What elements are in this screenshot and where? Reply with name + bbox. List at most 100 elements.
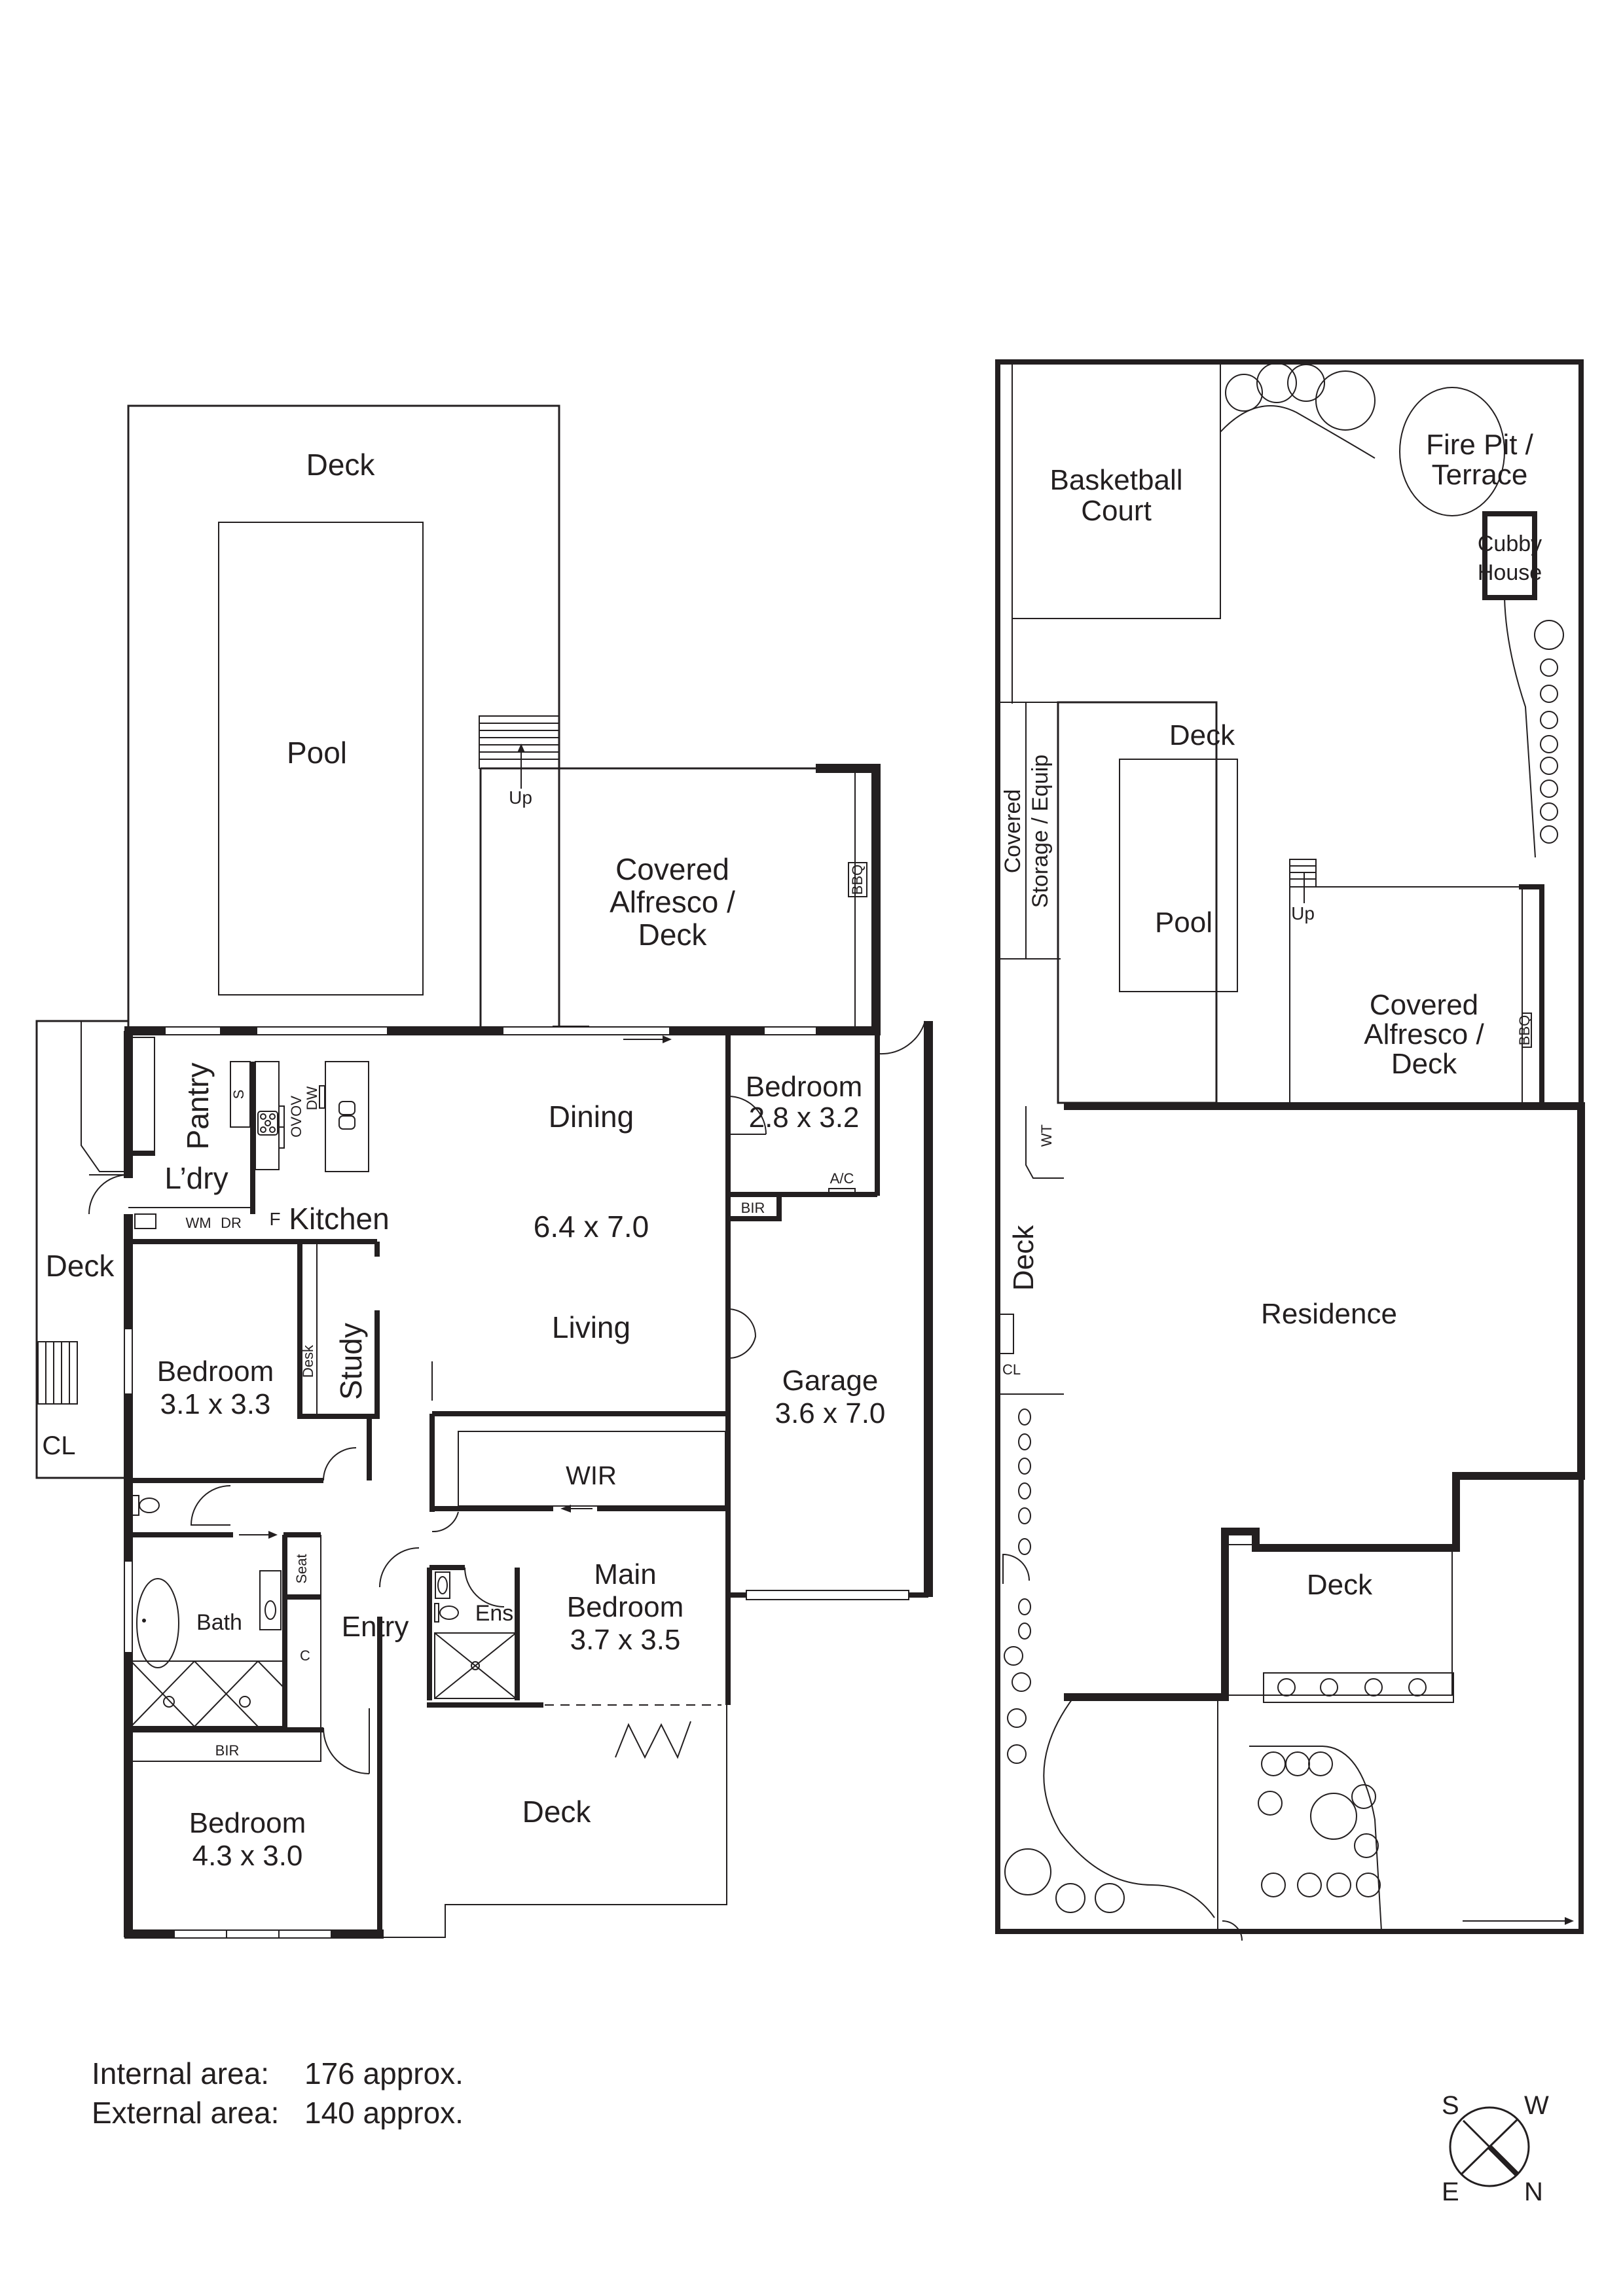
bir-rear-label: BIR (215, 1742, 240, 1759)
basketball-court (1012, 361, 1221, 619)
laundry-tub (134, 1213, 156, 1229)
stairs-icon (479, 715, 560, 789)
study-label: Study (334, 1323, 368, 1400)
bir-front-label: BIR (741, 1200, 765, 1216)
main-bedroom-dims: 3.7 x 3.5 (570, 1624, 681, 1656)
vanity (259, 1570, 282, 1630)
site-clothesline-label: CL (1002, 1361, 1021, 1378)
bbq-label: BBQ (849, 865, 866, 895)
external-area-value: 140 approx. (304, 2096, 464, 2130)
door-swing (190, 1485, 231, 1526)
cubby-house (1482, 511, 1537, 600)
fire-pit-label-2: Terrace (1432, 459, 1528, 491)
dryer-label: DR (221, 1215, 242, 1231)
entry-label: Entry (342, 1611, 409, 1643)
window (164, 1026, 221, 1035)
door-swing (88, 1174, 129, 1215)
tree-icon (1258, 1751, 1381, 1897)
site-pool-label: Pool (1155, 906, 1213, 939)
residence-outline (1064, 1102, 1585, 1701)
oven1-label: OV (288, 1117, 304, 1138)
deck-bottom-label: Deck (522, 1795, 592, 1829)
main-bedroom-name-2: Bedroom (567, 1591, 684, 1623)
front-deck-outline (384, 1705, 727, 1938)
pool-outline (218, 522, 424, 996)
basin-icon (437, 1576, 448, 1594)
stairs-icon (1289, 859, 1317, 903)
bath-label: Bath (196, 1610, 242, 1635)
clothesline-icon (998, 1314, 1014, 1354)
bedroom-front-dims: 2.8 x 3.2 (749, 1102, 860, 1134)
bedroom-left-dims: 3.1 x 3.3 (160, 1388, 271, 1420)
storage-label-2: Storage / Equip (1028, 755, 1053, 908)
garage-dims: 3.6 x 7.0 (775, 1397, 886, 1429)
sliding-door[interactable] (502, 1026, 670, 1035)
residence-label: Residence (1261, 1298, 1397, 1330)
kitchen-label: Kitchen (289, 1202, 389, 1236)
door-swing (323, 1447, 357, 1481)
sink-label: S (230, 1090, 247, 1100)
bollard-lights (1018, 1408, 1031, 1640)
cubby-label-2: House (1478, 560, 1542, 585)
main-bedroom-name-1: Main (594, 1558, 656, 1590)
bedroom-rear-dims: 4.3 x 3.0 (192, 1840, 303, 1872)
bifold-door-icon[interactable] (615, 1721, 691, 1759)
floor-plan: Deck Pool Up BBQ Covered Alfresco / Deck (35, 404, 933, 1939)
window (124, 1560, 133, 1653)
oven2-label: OV (288, 1096, 304, 1117)
clothesline-icon (37, 1341, 78, 1405)
alfresco-label-2: Alfresco / (610, 885, 735, 919)
ensuite-label: Ens (475, 1601, 514, 1626)
site-pool (1119, 759, 1238, 992)
door-swing (727, 1308, 757, 1359)
bbq-icon (848, 862, 867, 897)
fire-pit-label-1: Fire Pit / (1426, 429, 1534, 461)
window (763, 1026, 817, 1035)
site-plan: Basketball Court Fire Pit / Terrace Cubb… (995, 359, 1585, 1941)
clothesline-label: CL (42, 1431, 75, 1460)
alfresco-label-3: Deck (638, 918, 708, 952)
bedroom-left-name: Bedroom (157, 1355, 274, 1388)
pool-label: Pool (287, 736, 347, 770)
island-sink-icon (338, 1101, 356, 1115)
bedroom-front-name: Bedroom (746, 1071, 863, 1103)
window (256, 1026, 388, 1035)
site-deck-top-label: Deck (1169, 719, 1235, 751)
site-side-deck-label: Deck (1008, 1225, 1040, 1291)
compass-s: S (1442, 2091, 1459, 2120)
dining-label: Dining (549, 1100, 634, 1134)
toilet-cistern (132, 1495, 139, 1516)
site-rear-deck-label: Deck (1307, 1569, 1373, 1601)
washing-machine-label: WM (185, 1215, 211, 1231)
shower-icon (130, 1660, 285, 1727)
tree-icon (1534, 620, 1564, 844)
door-swing (727, 1096, 767, 1135)
shower-icon (434, 1632, 517, 1699)
compass-e: E (1442, 2178, 1459, 2206)
area-summary: Internal area: 176 approx. External area… (92, 2054, 464, 2132)
living-dims-label: 6.4 x 7.0 (534, 1210, 649, 1244)
site-bbq-label: BBQ (1516, 1015, 1533, 1045)
living-label: Living (552, 1310, 630, 1344)
basketball-label-1: Basketball (1049, 464, 1182, 496)
tree-icon (1004, 1646, 1125, 1913)
toilet-icon (439, 1605, 459, 1620)
cupboard-label: C (300, 1647, 310, 1664)
laundry-label: L’dry (164, 1161, 228, 1195)
garage-door[interactable] (746, 1590, 909, 1600)
dishwasher-label: DW (304, 1086, 320, 1110)
cubby-label-1: Cubby (1478, 531, 1542, 556)
water-tank-label: WT (1038, 1124, 1055, 1147)
garage-name: Garage (782, 1365, 879, 1397)
seat-label: Seat (293, 1554, 310, 1583)
fridge-label: F (269, 1209, 280, 1229)
wir-label: WIR (566, 1462, 617, 1490)
site-alfresco-label-3: Deck (1391, 1048, 1457, 1080)
side-deck-outline (35, 1020, 128, 1479)
external-area-row: External area: 140 approx. (92, 2093, 464, 2132)
site-alfresco-label-2: Alfresco / (1364, 1018, 1484, 1050)
arrow-icon (1565, 1917, 1574, 1925)
site-stairs-up-label: Up (1291, 903, 1315, 924)
toilet-icon (139, 1498, 160, 1513)
